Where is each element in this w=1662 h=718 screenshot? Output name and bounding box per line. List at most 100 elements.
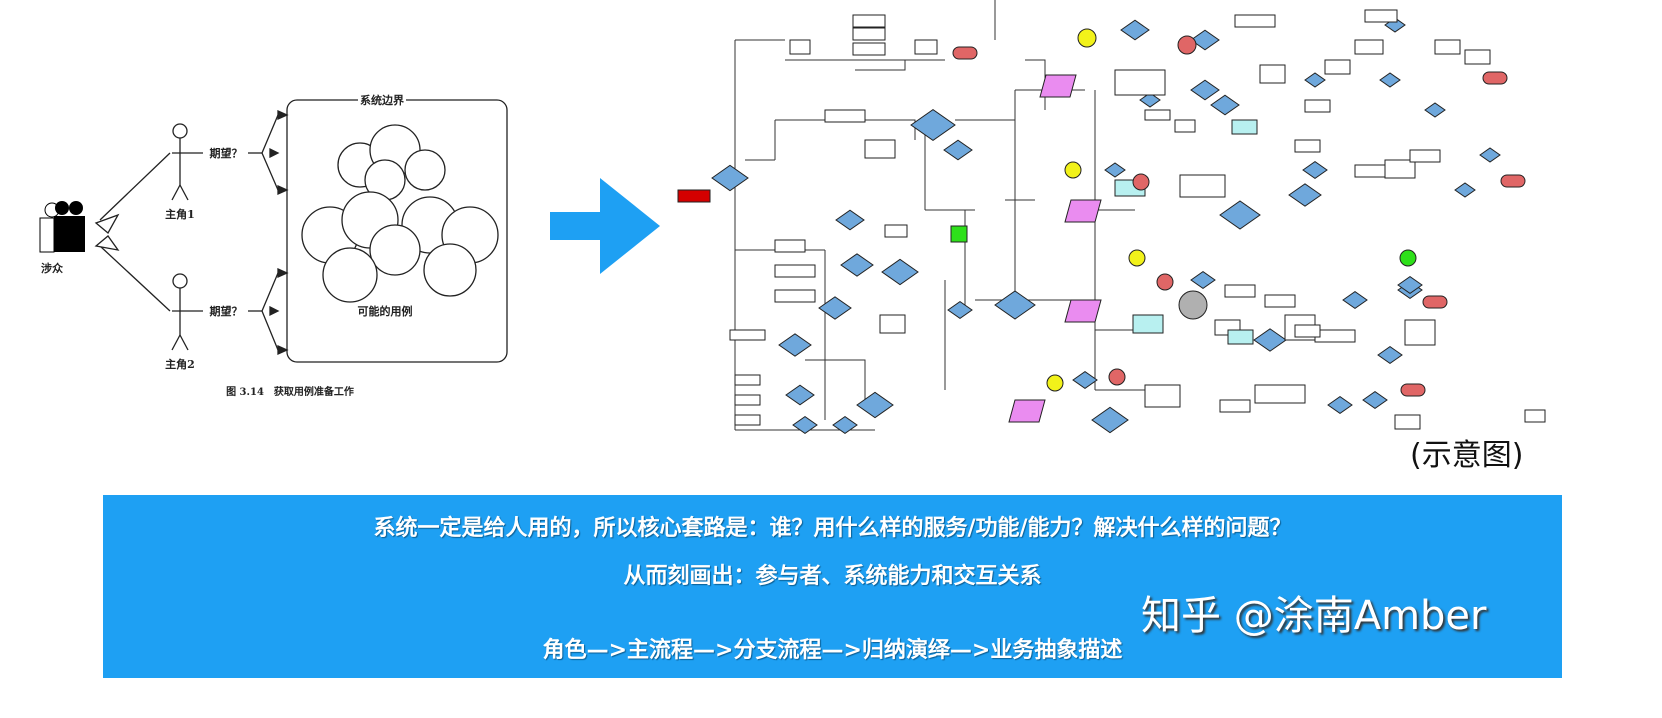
process-box	[1114, 69, 1166, 96]
process-box	[1394, 414, 1421, 430]
decision-diamond	[835, 209, 865, 231]
decision-diamond	[856, 391, 894, 419]
end-terminator	[1482, 71, 1508, 85]
decision-diamond	[1288, 183, 1322, 207]
end-terminator	[952, 46, 978, 60]
connector-line	[805, 359, 866, 410]
actor2-label: 主角2	[165, 357, 195, 371]
process-box	[1144, 384, 1181, 408]
decision-diamond	[1120, 19, 1150, 41]
process-box	[734, 394, 761, 406]
decision-diamond	[1362, 390, 1388, 410]
process-box	[1404, 319, 1436, 346]
connector-circle	[1156, 273, 1174, 291]
green-box	[950, 225, 968, 243]
document-shape	[1227, 329, 1254, 345]
banner-line-2: 从而刻画出：参与者、系统能力和交互关系	[623, 564, 1042, 589]
process-box	[1464, 49, 1491, 65]
process-box	[734, 374, 761, 386]
connector-circle	[1046, 374, 1064, 392]
decision-diamond	[1327, 395, 1353, 415]
process-box	[734, 414, 761, 426]
connector-line	[855, 60, 906, 71]
decision-diamond	[947, 300, 973, 320]
stakeholders-icon	[39, 201, 85, 253]
decision-diamond	[881, 258, 919, 286]
connector-circle	[1132, 173, 1150, 191]
decision-diamond	[1479, 147, 1501, 163]
connector-circle	[1177, 35, 1197, 55]
right-arrow-icon	[550, 178, 660, 274]
expectation2-label: 期望？	[210, 304, 243, 318]
end-terminator	[1422, 295, 1448, 309]
process-box	[1304, 99, 1331, 113]
decision-diamond	[1397, 275, 1423, 295]
decision-diamond	[1190, 270, 1216, 290]
decision-diamond	[1091, 406, 1129, 434]
decision-diamond	[994, 290, 1036, 320]
decision-diamond	[711, 164, 749, 192]
process-box	[1179, 174, 1226, 198]
connector-line	[1025, 59, 1046, 110]
data-shape	[1064, 199, 1102, 223]
decision-diamond	[1253, 328, 1287, 352]
complex-flowchart	[677, 0, 1546, 435]
process-box	[1314, 329, 1356, 343]
process-box	[879, 314, 906, 334]
end-terminator	[1500, 174, 1526, 188]
process-box	[1409, 149, 1441, 163]
process-box	[852, 27, 886, 41]
end-terminator	[1400, 383, 1426, 397]
decision-diamond	[778, 333, 812, 357]
process-box	[1364, 9, 1398, 23]
decision-diamond	[818, 296, 852, 320]
process-box	[1174, 119, 1196, 133]
process-box	[864, 139, 896, 159]
process-box	[774, 264, 816, 278]
boundary-label: 系统边界	[360, 93, 404, 107]
data-shape	[1008, 399, 1046, 423]
process-box	[1219, 399, 1251, 413]
process-box	[1354, 164, 1386, 178]
connector-circle	[1064, 161, 1082, 179]
use-cases-label: 可能的用例	[358, 304, 413, 318]
connector-line	[845, 119, 916, 140]
actor-1	[171, 123, 203, 201]
decision-diamond	[1219, 200, 1261, 230]
process-box	[1434, 39, 1461, 55]
process-box	[1224, 284, 1256, 298]
process-box	[852, 14, 886, 28]
connector-circle	[1108, 368, 1126, 386]
process-box	[1259, 64, 1286, 84]
decision-diamond	[832, 415, 858, 435]
process-box	[824, 109, 866, 123]
decision-diamond	[1342, 290, 1368, 310]
document-shape	[1132, 314, 1164, 334]
decision-diamond	[1190, 29, 1220, 51]
banner-line-1: 系统一定是给人用的，所以核心套路是：谁？用什么样的服务/功能/能力？解决什么样的…	[373, 516, 1292, 541]
decision-diamond	[785, 384, 815, 406]
process-box	[1234, 14, 1276, 28]
use-case-preparation-diagram: 涉众 主角1 主角2 期望？ 期望？ 系统边界 可能的用例 图 3.14 获取用…	[39, 92, 508, 398]
start-terminator	[677, 189, 711, 203]
process-box	[729, 329, 766, 341]
actor1-label: 主角1	[165, 207, 195, 221]
connector-circle	[1178, 290, 1208, 320]
expectation1-label: 期望？	[210, 146, 243, 160]
stakeholders-label: 涉众	[41, 261, 64, 275]
decision-diamond	[1377, 345, 1403, 365]
process-box	[1384, 159, 1416, 179]
decision-diamond	[1072, 370, 1098, 390]
watermark: 知乎 @涂南Amber	[1141, 593, 1487, 639]
decision-diamond	[910, 108, 956, 142]
decision-diamond	[1424, 102, 1446, 118]
decision-diamond	[1302, 160, 1328, 180]
process-box	[884, 224, 908, 238]
connector-circle	[1128, 249, 1146, 267]
process-box	[1264, 294, 1296, 308]
cloud-use-case	[301, 191, 421, 303]
decision-diamond	[1190, 79, 1220, 101]
process-box	[789, 39, 811, 55]
schematic-note: (示意图)	[1410, 438, 1524, 473]
actor-2	[171, 273, 203, 351]
